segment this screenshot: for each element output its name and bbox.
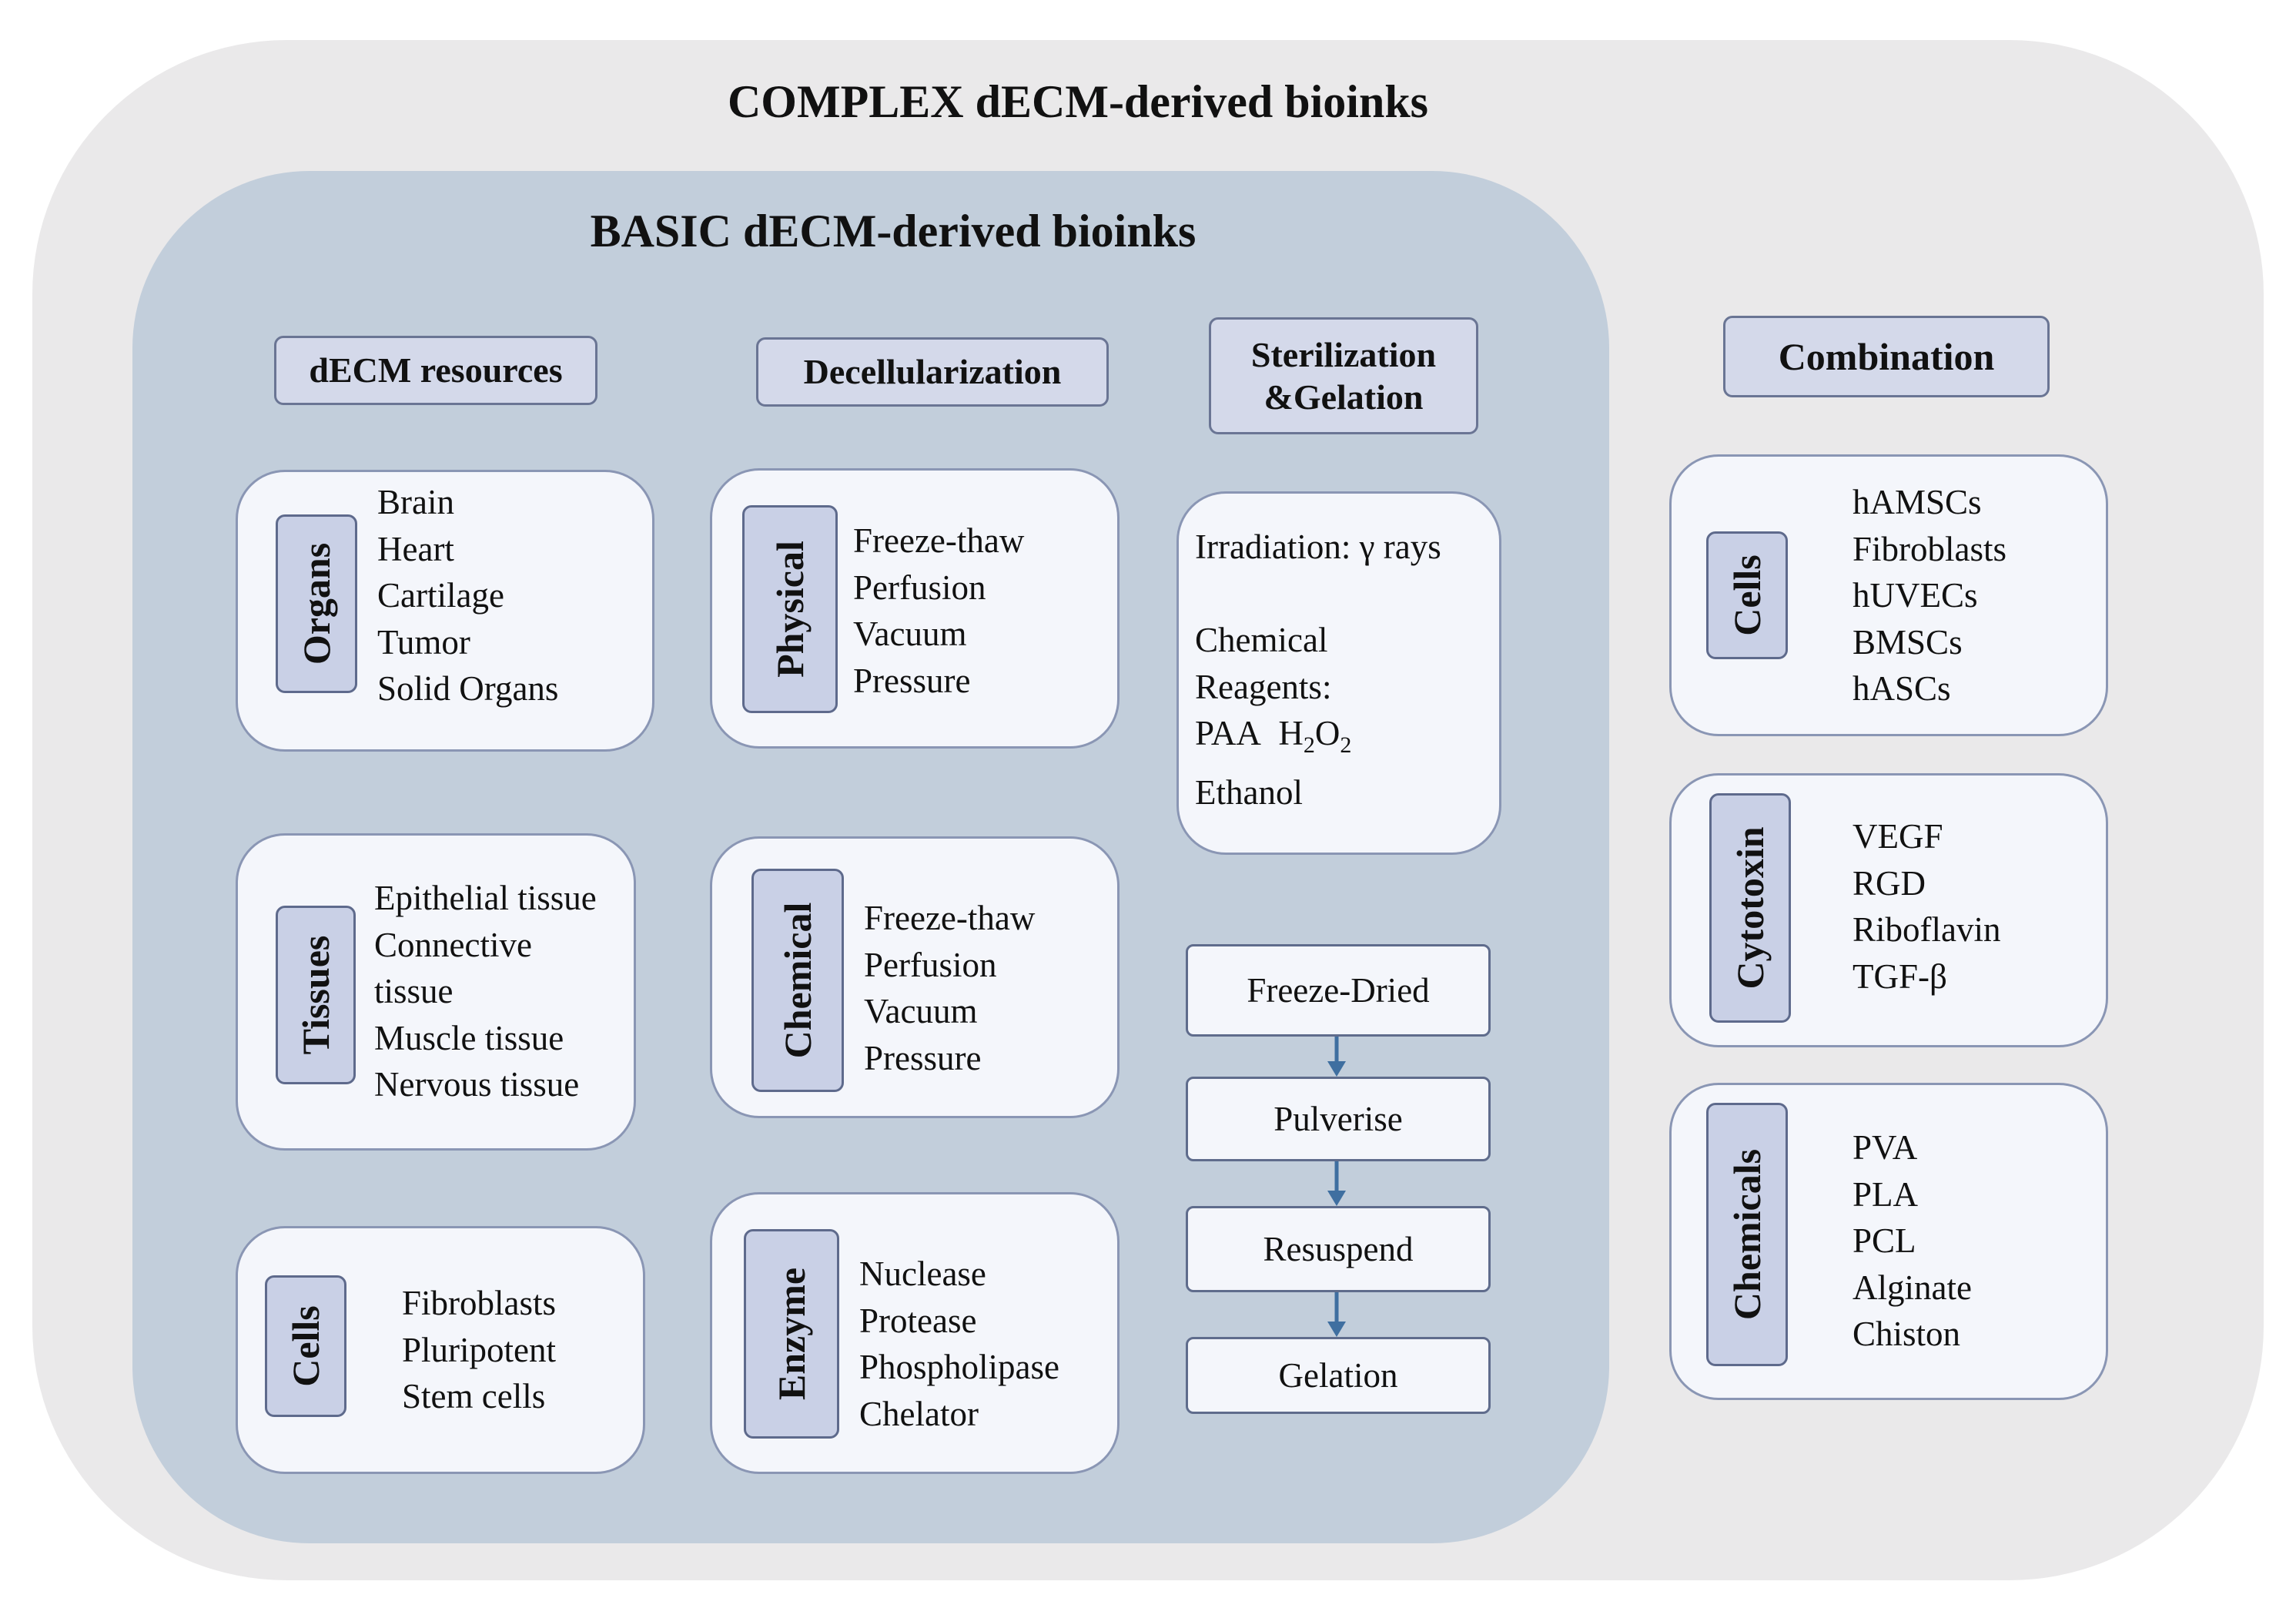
tag-organs: Organs (276, 514, 357, 693)
list-item: Brain (377, 483, 454, 521)
list-item: Perfusion (853, 568, 986, 607)
tag-enzyme: Enzyme (744, 1229, 839, 1439)
tag-cells-combination: Cells (1706, 531, 1788, 659)
list-item: RGD (1853, 863, 1926, 903)
list-cells-combination: hAMSCs Fibroblasts hUVECs BMSCs hASCs (1853, 479, 2006, 712)
tag-chemical-decell: Chemical (751, 869, 844, 1092)
irradiation-text: Irradiation: γ rays (1195, 528, 1441, 566)
list-item: Fibroblasts (1853, 529, 2007, 568)
list-item: Vacuum (864, 992, 978, 1030)
step-gelation: Gelation (1186, 1337, 1491, 1414)
arrow-freeze-to-pulverise-head (1327, 1061, 1346, 1077)
tag-physical: Physical (742, 505, 838, 713)
step-resuspend: Resuspend (1186, 1206, 1491, 1292)
list-item: Riboflavin (1853, 910, 2001, 949)
list-item: VEGF (1853, 817, 1943, 856)
list-item: Protease (859, 1301, 977, 1340)
list-item: Cartilage (377, 576, 504, 615)
tag-cells-resource: Cells (265, 1275, 346, 1417)
list-item: Connective (374, 925, 532, 964)
list-physical: Freeze-thaw Perfusion Vacuum Pressure (853, 518, 1024, 704)
list-item: Nuclease (859, 1255, 986, 1293)
list-item: Muscle tissue (374, 1018, 564, 1057)
list-item: Pressure (853, 661, 971, 700)
list-item: Epithelial tissue (374, 879, 597, 917)
reagent-formula: PAA H2O2 (1195, 714, 1352, 758)
list-item: Fibroblasts (402, 1284, 557, 1322)
arrow-resuspend-to-gelation-head (1327, 1322, 1346, 1337)
list-item: hASCs (1853, 669, 1951, 708)
header-decm-resources: dECM resources (274, 336, 597, 405)
basic-title: BASIC dECM-derived bioinks (590, 206, 1197, 256)
list-item: PVA (1853, 1128, 1918, 1167)
list-item: Chiston (1853, 1315, 1961, 1353)
tag-cytotoxin: Cytotoxin (1709, 793, 1791, 1023)
list-sterilization: Irradiation: γ rays Chemical Reagents: P… (1195, 524, 1441, 816)
list-item: BMSCs (1853, 622, 1963, 662)
list-item: PLA (1853, 1174, 1919, 1214)
list-chemical-decell: Freeze-thaw Perfusion Vacuum Pressure (864, 895, 1035, 1081)
list-item: Freeze-thaw (864, 899, 1036, 937)
list-item: TGF-β (1853, 956, 1947, 996)
step-freeze-dried: Freeze-Dried (1186, 944, 1491, 1037)
list-organs: Brain Heart Cartilage Tumor Solid Organs (377, 479, 558, 712)
list-enzyme: Nuclease Protease Phospholipase Chelator (859, 1251, 1059, 1437)
list-item: hUVECs (1853, 576, 1978, 615)
list-item: Vacuum (853, 615, 967, 653)
list-item: Phospholipase (859, 1348, 1060, 1386)
header-sterilization-gelation: Sterilization &Gelation (1209, 317, 1478, 434)
list-item: Solid Organs (377, 669, 559, 708)
tag-chemicals: Chemicals (1706, 1103, 1788, 1366)
list-item: Nervous tissue (374, 1065, 580, 1104)
ethanol-text: Ethanol (1195, 772, 1303, 812)
list-tissues: Epithelial tissue Connective tissue Musc… (374, 875, 597, 1108)
card-sterilization (1176, 491, 1501, 855)
list-item: Pressure (864, 1038, 982, 1077)
header-sterilization-line1: Sterilization (1250, 334, 1437, 374)
reagents-text: Reagents: (1195, 667, 1332, 706)
list-item: Tumor (377, 622, 470, 662)
header-combination: Combination (1723, 316, 2050, 397)
list-item: Heart (377, 529, 454, 568)
list-chemicals: PVA PLA PCL Alginate Chiston (1853, 1124, 1972, 1358)
list-cells-resource: Fibroblasts Pluripotent Stem cells (402, 1280, 556, 1420)
list-item: Alginate (1853, 1268, 1972, 1307)
list-item: PCL (1853, 1221, 1916, 1260)
chemical-text: Chemical (1195, 621, 1328, 659)
list-item: Chelator (859, 1394, 979, 1433)
header-decellularization: Decellularization (756, 337, 1109, 407)
complex-title: COMPLEX dECM-derived bioinks (727, 76, 1429, 127)
tag-tissues: Tissues (276, 906, 356, 1084)
list-item: Stem cells (402, 1377, 546, 1415)
list-item: Freeze-thaw (853, 521, 1025, 560)
list-item: Perfusion (864, 945, 997, 984)
arrow-pulverise-to-resuspend-head (1327, 1191, 1346, 1206)
list-item: Pluripotent (402, 1330, 556, 1369)
step-pulverise: Pulverise (1186, 1077, 1491, 1161)
list-cytotoxin: VEGF RGD Riboflavin TGF-β (1853, 813, 2000, 1000)
list-item: tissue (374, 972, 454, 1010)
header-sterilization-line2: &Gelation (1263, 377, 1424, 417)
list-item: hAMSCs (1853, 483, 1982, 521)
